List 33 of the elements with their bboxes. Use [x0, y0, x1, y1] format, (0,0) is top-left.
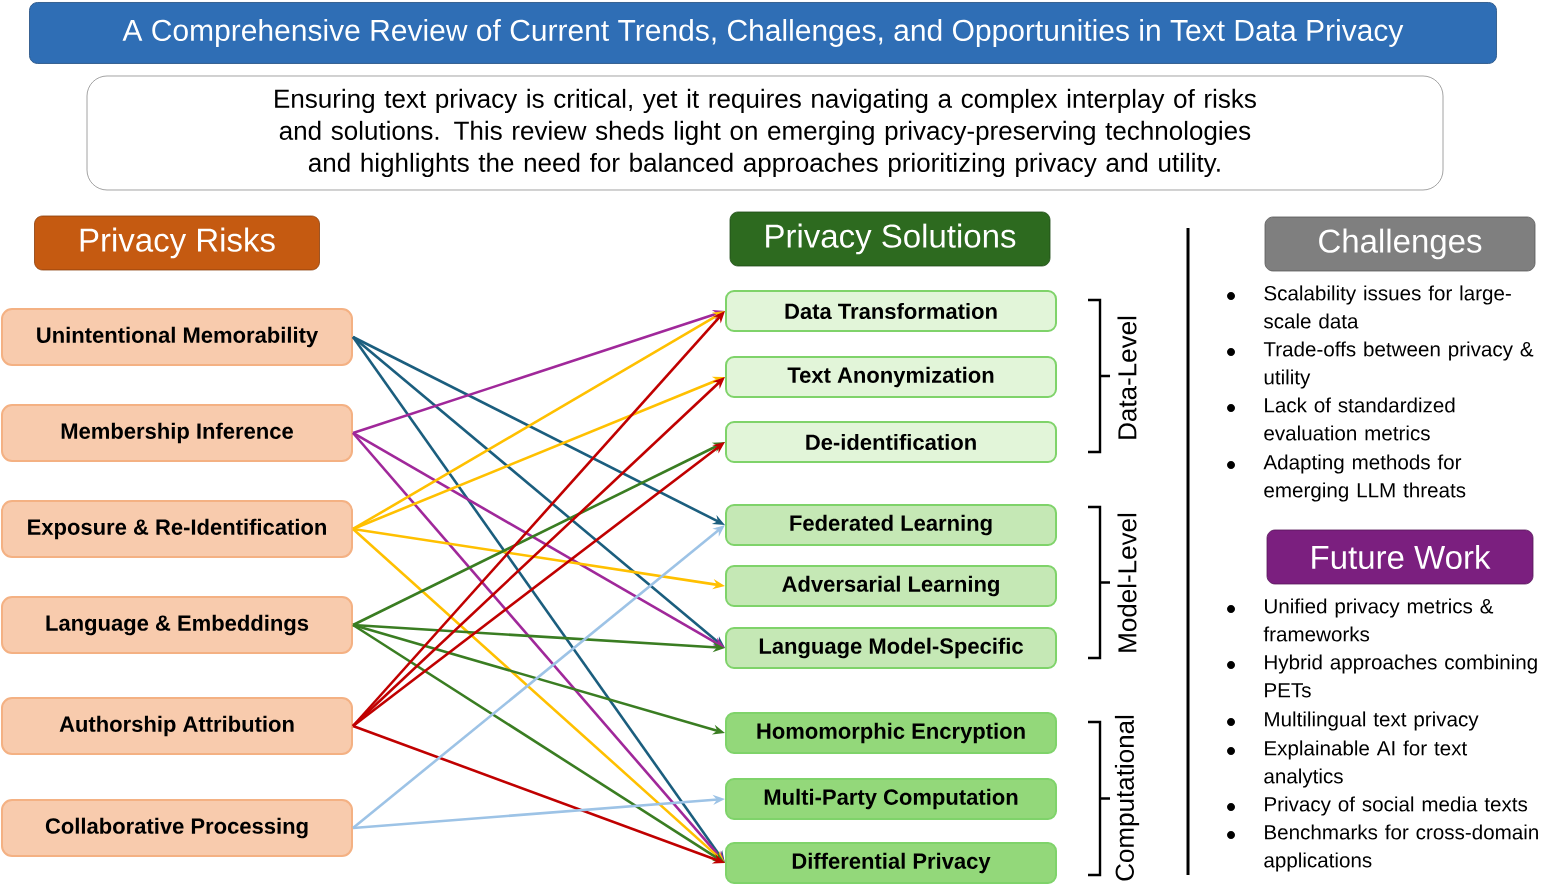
bullet-text: Adapting methods for emerging LLM threats — [1263, 454, 1466, 502]
section-header: Challenges — [1264, 216, 1536, 272]
arrow — [352, 311, 725, 727]
bullet-text: Lack of standardized evaluation metrics — [1264, 397, 1455, 441]
risk-box: Authorship Attribution — [1, 697, 353, 755]
solution-box: Multi-Party Computation — [725, 778, 1057, 820]
bullet-text: Benchmarks for cross-domain applications — [1264, 824, 1538, 872]
solution-box: De-identification — [725, 421, 1057, 463]
section-header: Future Work — [1266, 529, 1534, 585]
summary-box: Ensuring text privacy is critical, yet it requires navigating a complex interplay of risks and solutions. This review sheds light on emerging privacy-preserving technologies and highlights the need for balanced approaches prioritizing privacy and utility. — [86, 75, 1444, 191]
solution-box: Differential Privacy — [725, 842, 1057, 884]
solution-box: Data Transformation — [725, 290, 1057, 332]
risk-box: Exposure & Re-Identification — [1, 500, 353, 558]
section-header: Privacy Solutions — [729, 211, 1051, 267]
bullet-text: Trade-offs between privacy & utility — [1263, 341, 1534, 389]
group-label: Model-Level — [1117, 513, 1137, 652]
solution-box: Text Anonymization — [725, 356, 1057, 398]
bullet-text: Multilingual text privacy — [1265, 711, 1479, 731]
risk-box: Language & Embeddings — [1, 596, 353, 654]
risk-box: Unintentional Memorability — [1, 308, 353, 366]
solution-box: Federated Learning — [725, 504, 1057, 546]
bullet-text: Explainable AI for text analytics — [1264, 740, 1468, 788]
section-header: Privacy Risks — [34, 215, 320, 271]
group-label: Data-Level — [1117, 316, 1137, 439]
bullet-text: Privacy of social media texts — [1265, 796, 1528, 816]
solution-box: Adversarial Learning — [725, 565, 1057, 607]
risk-box: Membership Inference — [1, 404, 353, 462]
group-label: Computational — [1114, 715, 1140, 881]
solution-box: Homomorphic Encryption — [725, 712, 1057, 754]
bullet-text: Hybrid approaches combining PETs — [1265, 654, 1537, 698]
title-banner: A Comprehensive Review of Current Trends, Challenges, and Opportunities in Text Data Privacy — [29, 2, 1497, 64]
risk-box: Collaborative Processing — [1, 799, 353, 857]
solution-box: Language Model-Specific — [725, 627, 1057, 669]
